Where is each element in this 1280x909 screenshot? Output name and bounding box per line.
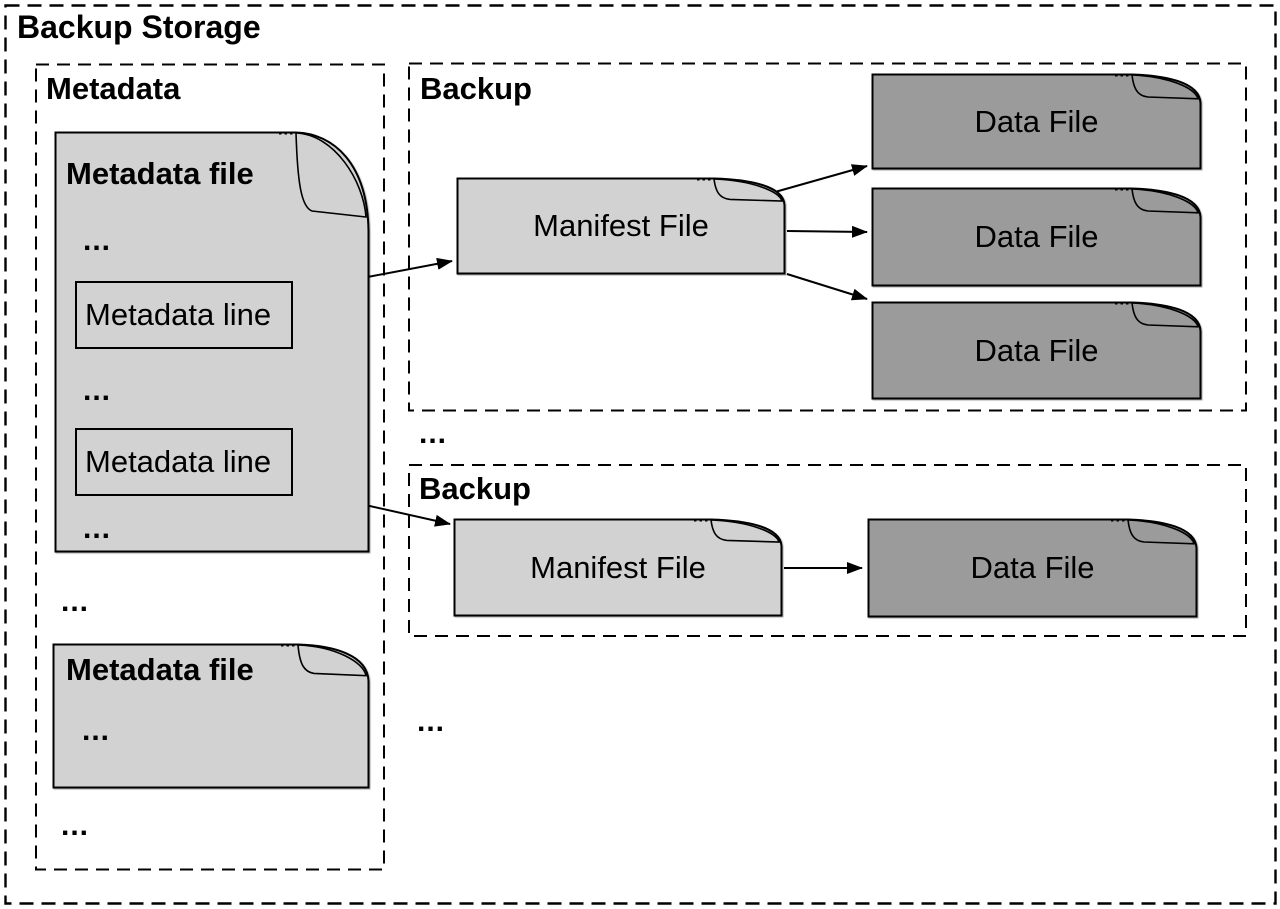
metadata-file-1: Metadata file ... Metadata line ... Meta… (54, 131, 370, 553)
metadata-line-2-label: Metadata line (85, 444, 272, 479)
data-file-3-label: Data File (974, 332, 1099, 368)
data-file-4-label: Data File (970, 550, 1095, 585)
backup1-label: Backup (420, 71, 532, 106)
metadata-ellipsis-between-files: ... (61, 585, 90, 618)
data-file-3: Data File (871, 301, 1202, 400)
document-shape-icon (867, 518, 1198, 618)
manifest-file-1: Manifest File (456, 177, 786, 275)
metadata-line-2: Metadata line (75, 428, 293, 496)
metadata-border (35, 63, 385, 871)
document-shape-icon (456, 177, 786, 275)
metadata-ellipsis-after-files: ... (61, 809, 90, 842)
manifest-file-1-label: Manifest File (533, 208, 709, 243)
document-shape-icon (871, 301, 1202, 400)
manifest-file-2: Manifest File (453, 518, 783, 617)
data-file-4: Data File (867, 518, 1198, 618)
document-shape-icon (54, 131, 370, 553)
metadata-file-1-ellipsis-2: ... (83, 374, 112, 407)
metadata-file-1-ellipsis-3: ... (83, 512, 112, 545)
metadata-line-1-label: Metadata line (85, 297, 272, 332)
metadata-section-label: Metadata (46, 71, 181, 106)
arrow-manifest1-to-datafile2 (786, 225, 868, 238)
manifest-file-2-label: Manifest File (530, 549, 706, 585)
metadata-file-2: Metadata file ... (52, 643, 370, 789)
data-file-2-label: Data File (974, 219, 1099, 254)
document-shape-icon (871, 187, 1202, 287)
metadata-file-1-ellipsis-1: ... (83, 224, 112, 257)
document-shape-icon (871, 73, 1202, 170)
document-shape-icon (453, 518, 783, 617)
metadata-file-1-title: Metadata file (66, 156, 254, 191)
data-file-1-label: Data File (974, 103, 1099, 139)
backup-storage-border (4, 4, 1277, 905)
metadata-file-2-ellipsis: ... (82, 714, 111, 747)
data-file-1: Data File (871, 73, 1202, 170)
arrow-manifest1-to-datafile1 (774, 164, 868, 193)
ellipsis-between-backups: ... (419, 417, 448, 450)
backup2-label: Backup (419, 471, 531, 506)
ellipsis-bottom: ... (417, 705, 446, 738)
data-file-2: Data File (871, 187, 1202, 287)
backup1-border (408, 62, 1247, 412)
metadata-line-1: Metadata line (75, 281, 293, 349)
arrow-manifest1-to-datafile3 (786, 273, 868, 301)
backup-storage-label: Backup Storage (17, 9, 261, 45)
document-shape-icon (52, 643, 370, 789)
metadata-file-2-title: Metadata file (66, 652, 254, 687)
